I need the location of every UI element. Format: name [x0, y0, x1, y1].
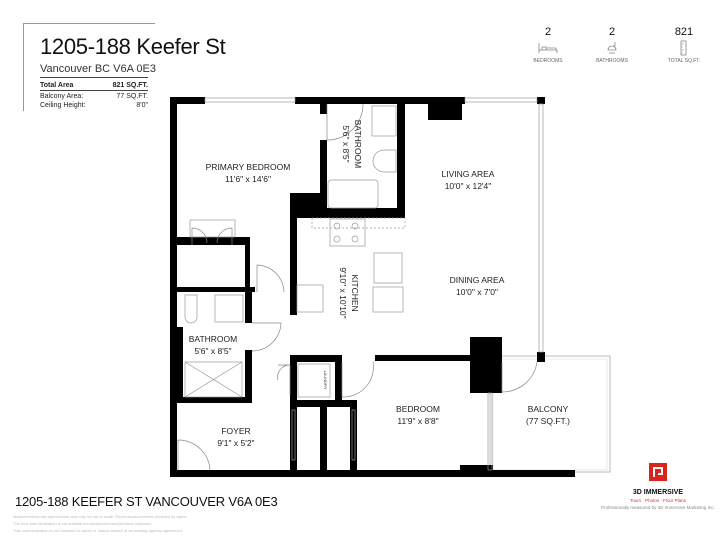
room-dimensions: 5'6" x 8'5"	[194, 346, 231, 356]
spec-value: 77 SQ.FT.	[116, 93, 148, 100]
spec-row: Total Area 821 SQ.FT.	[40, 81, 148, 91]
walls	[170, 97, 575, 477]
spec-value: 821 SQ.FT.	[112, 82, 148, 89]
stat-value: 2	[608, 26, 616, 38]
sink-icon	[214, 294, 244, 323]
room-label: DINING AREA	[450, 275, 505, 285]
stat-value: 2	[544, 26, 552, 38]
shower-icon	[184, 361, 243, 398]
listing-title: 1205-188 Keefer St	[40, 34, 226, 59]
stat-value: 821	[674, 26, 694, 38]
header-frame-line	[23, 23, 24, 111]
area-specs: Total Area 821 SQ.FT. Balcony Area: 77 SQ.…	[40, 81, 148, 110]
room-dimensions: 10'0" x 7'0"	[456, 287, 498, 297]
shower-icon	[587, 39, 637, 57]
windows	[204, 97, 544, 471]
room-dimensions: 5'6" x 8'5"	[341, 125, 351, 162]
room-dimensions: 9'10" x 10'10"	[338, 267, 348, 318]
sink-icon	[371, 105, 397, 137]
disclaimer-line: This communication is not intended to ca…	[13, 528, 183, 533]
stat-label: TOTAL SQ.FT.	[667, 58, 701, 64]
room-dimensions: 11'6" x 14'6"	[225, 174, 271, 184]
bed-icon	[523, 39, 573, 57]
brand-logo: 3D IMMERSIVE Tours · Photos · Floor Plan…	[598, 463, 718, 512]
balcony-outline	[489, 355, 611, 473]
stat-bathrooms: 2 BATHROOMS	[587, 26, 637, 65]
washer-dryer-icon	[297, 363, 331, 398]
room-label: LIVING AREA	[442, 169, 495, 179]
brand-tagline: Tours · Photos · Floor Plans	[630, 498, 686, 503]
spec-value: 8'0"	[136, 102, 148, 109]
room-label: FOYER	[221, 426, 250, 436]
stat-total-sqft: 821 TOTAL SQ.FT.	[659, 26, 709, 65]
room-label: BALCONY	[528, 404, 569, 414]
fixtures	[184, 105, 406, 398]
bathtub-icon	[327, 179, 379, 209]
door-swings	[177, 103, 538, 471]
room-dimensions: 9'1" x 5'2"	[217, 438, 254, 448]
spec-label: Total Area	[40, 82, 74, 89]
room-label: KITCHEN	[350, 274, 360, 311]
stat-bedrooms: 2 BEDROOMS	[523, 26, 573, 65]
toilet-icon	[184, 294, 198, 324]
room-dimensions: (77 SQ.FT.)	[526, 416, 570, 426]
listing-subtitle: Vancouver BC V6A 0E3	[40, 63, 156, 78]
kitchen-sink-icon	[373, 252, 403, 284]
disclaimer-line: The floor plan illustration is not suita…	[13, 521, 153, 526]
footer-address: 1205-188 KEEFER ST VANCOUVER V6A 0E3	[15, 494, 278, 509]
logo-mark-icon	[649, 463, 667, 481]
brand-credit: Professionally measured by 3D Immersive …	[601, 505, 715, 510]
fridge-icon	[296, 284, 324, 313]
header-frame-line	[23, 23, 155, 24]
room-label: BATHROOM	[353, 120, 363, 168]
disclaimer-line: Measurements are approximate and may not…	[13, 514, 188, 519]
room-dimensions: 10'0" x 12'4"	[445, 181, 492, 191]
toilet-icon	[372, 149, 397, 173]
spec-row: Ceiling Height: 8'0"	[40, 101, 148, 110]
ruler-icon	[659, 39, 709, 57]
room-label: BEDROOM	[396, 404, 440, 414]
disclaimer: Measurements are approximate and may not…	[13, 513, 188, 534]
stove-icon	[329, 218, 366, 247]
room-dimensions: 11'9" x 8'8"	[397, 416, 438, 426]
spec-label: Balcony Area:	[40, 93, 84, 100]
room-label: BATHROOM	[189, 334, 237, 344]
room-label: PRIMARY BEDROOM	[206, 162, 291, 172]
spec-label: Ceiling Height:	[40, 102, 86, 109]
stat-label: BEDROOMS	[533, 58, 563, 64]
laundry-label: LAUNDRY	[323, 370, 328, 389]
stat-label: BATHROOMS	[596, 58, 628, 64]
brand-name: 3D IMMERSIVE	[632, 489, 684, 496]
spec-row: Balcony Area: 77 SQ.FT.	[40, 92, 148, 101]
